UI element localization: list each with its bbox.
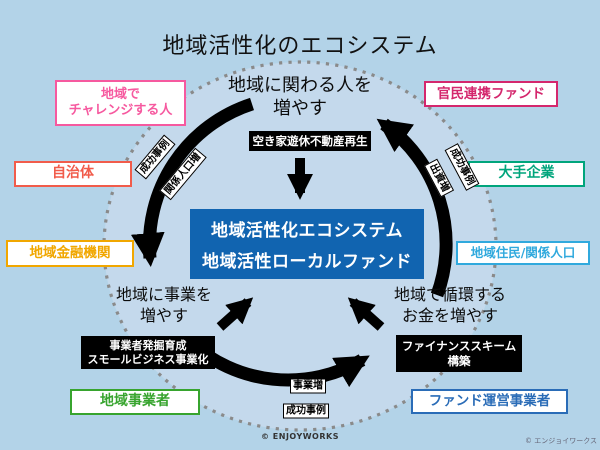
- stakeholder-fund-management-operator: ファンド運営事業者: [411, 389, 568, 414]
- stakeholder-regional-challenger: 地域で チャレンジする人: [55, 80, 186, 126]
- node-increase-people: 地域に関わる人を 増やす: [228, 75, 372, 119]
- center-box-line2: 地域活性ローカルファンド: [202, 252, 412, 273]
- flow-tag-business-increase: 事業増: [290, 378, 326, 394]
- diagram-title: 地域活性化のエコシステム: [162, 34, 438, 59]
- stakeholder-local-business-operator: 地域事業者: [70, 389, 200, 415]
- action-finance-scheme: ファイナンススキーム 構築: [396, 335, 522, 372]
- inward-arrow-bottom-right: [347, 297, 385, 331]
- inward-arrow-bottom-left: [216, 297, 254, 331]
- cycle-arrow-top-to-left: [130, 97, 255, 267]
- stakeholder-major-company: 大手企業: [468, 161, 585, 187]
- stakeholder-public-private-fund: 官民連携ファンド: [424, 81, 558, 107]
- flow-tag-success-case-bottom: 成功事例: [283, 403, 329, 419]
- center-box-line1: 地域活性化エコシステム: [211, 220, 403, 241]
- copyright-enjoyworks: © ENJOYWORKS: [261, 432, 339, 441]
- action-vacant-house-regeneration: 空き家遊休不動産再生: [249, 131, 371, 151]
- cycle-arrow-right-to-top: [376, 118, 453, 298]
- stakeholder-residents-related-population: 地域住民/関係人口: [456, 241, 590, 265]
- copyright-corner: © エンジョイワークス: [524, 437, 597, 445]
- node-increase-business: 地域に事業を 増やす: [115, 285, 212, 325]
- stakeholder-regional-financial-institution: 地域金融機関: [6, 240, 134, 267]
- center-ecosystem-box: 地域活性化エコシステム 地域活性ローカルファンド: [190, 209, 424, 279]
- action-business-development: 事業者発掘育成 スモールビジネス事業化: [81, 336, 215, 369]
- node-increase-money: 地域で循環する お金を増やす: [393, 285, 506, 325]
- stakeholder-municipality: 自治体: [14, 161, 132, 187]
